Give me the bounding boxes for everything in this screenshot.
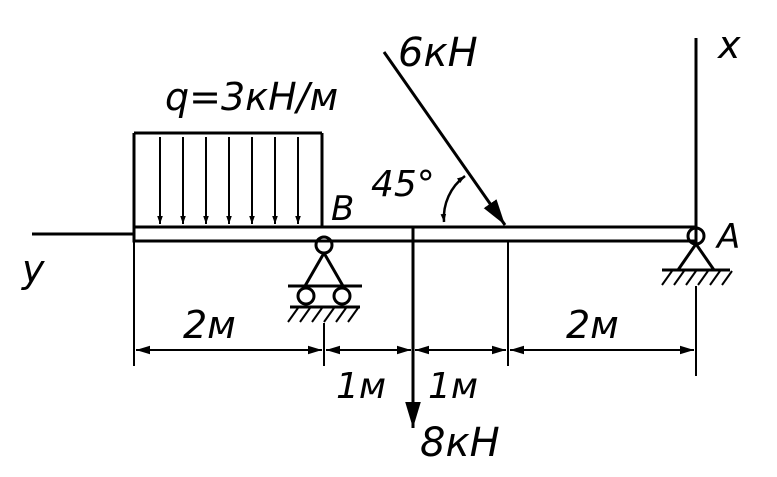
distributed-load	[132, 131, 324, 227]
beam	[132, 225, 698, 243]
angle-label: 45°	[371, 164, 435, 205]
vertical-force-label: 8кН	[420, 420, 500, 466]
support-b-label: B	[331, 189, 354, 229]
inclined-force-label: 6кН	[398, 30, 478, 76]
support-a	[661, 226, 733, 286]
dimension-extension-lines	[133, 241, 697, 376]
support-b	[287, 235, 362, 323]
dim-mid1-label: 1м	[336, 366, 386, 407]
axis-x-label: x	[717, 23, 741, 67]
inclined-force-arrow	[382, 51, 507, 226]
dim-left-label: 2м	[183, 303, 236, 347]
dim-right-label: 2м	[566, 303, 619, 347]
support-a-label: A	[715, 217, 740, 257]
load-label: q=3кН/м	[165, 75, 338, 119]
angle-arc	[440, 174, 466, 223]
axis-y-label: y	[21, 247, 45, 291]
dim-mid2-label: 1м	[428, 366, 478, 407]
